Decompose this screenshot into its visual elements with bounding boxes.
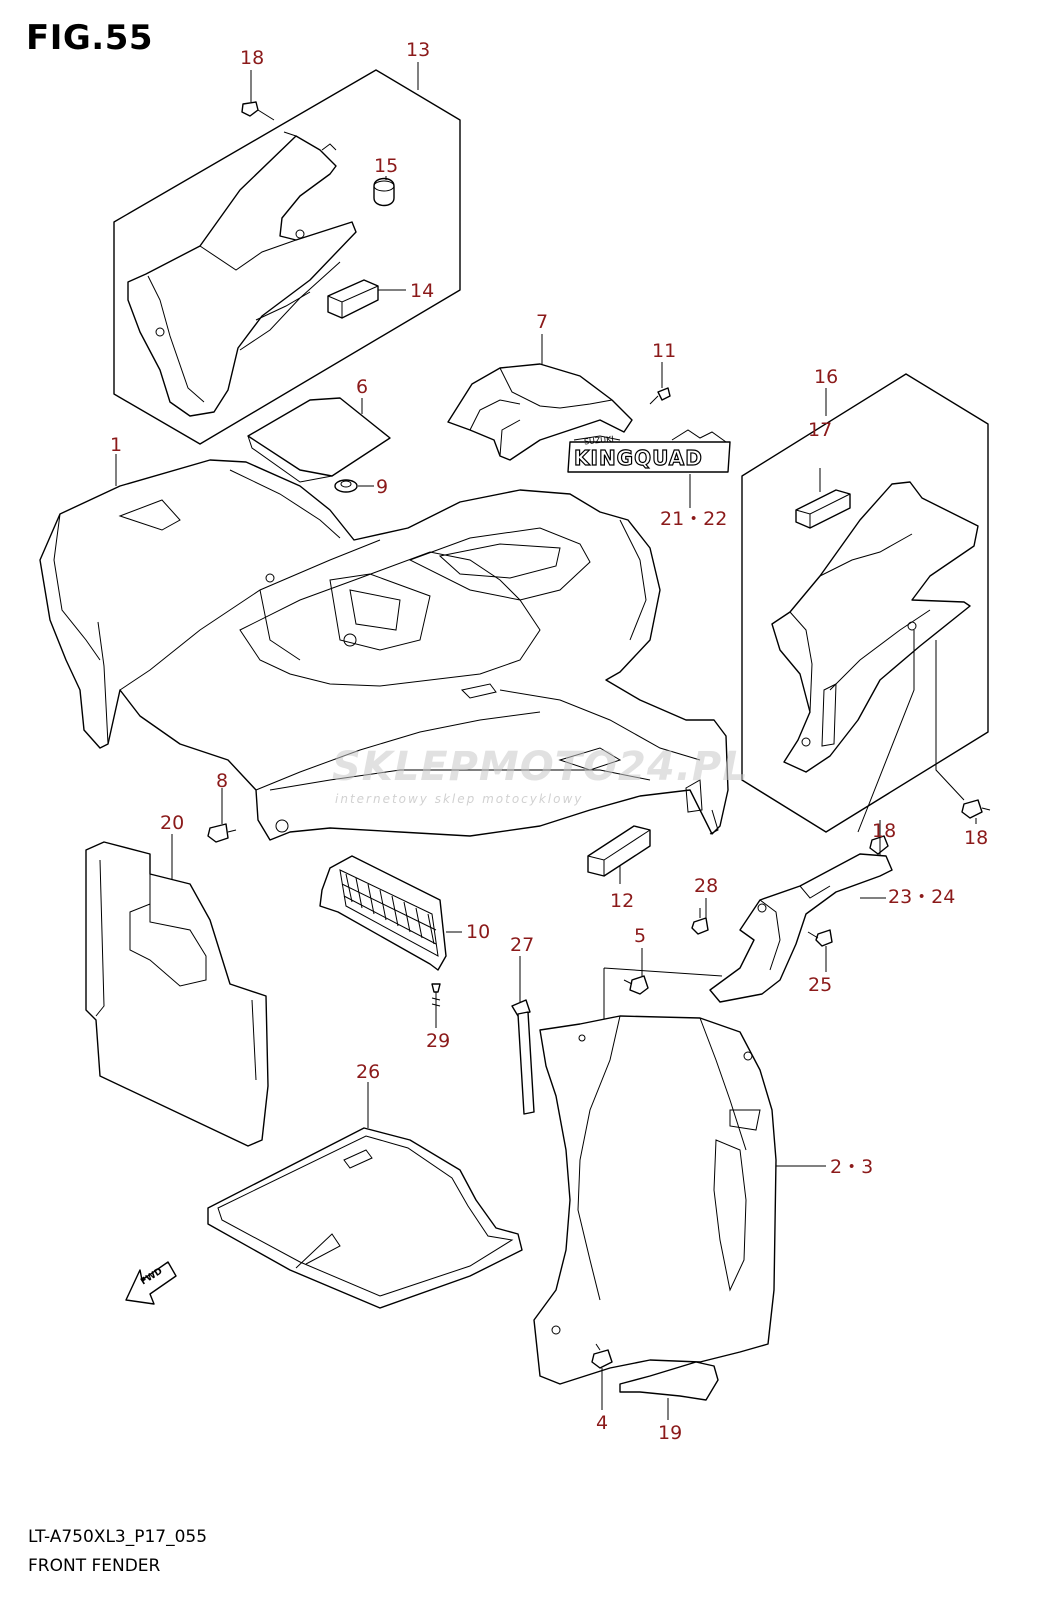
- callout-18-top: 18: [240, 47, 265, 69]
- part-18-bolt-mid: [869, 835, 889, 855]
- callout-4: 4: [596, 1412, 609, 1434]
- part-29-screw: [431, 983, 441, 1012]
- callout-8: 8: [216, 770, 229, 792]
- leader-lines: [115, 62, 977, 1420]
- part-11-bolt: [649, 387, 671, 405]
- part-20-cover: [85, 841, 269, 1147]
- callout-13: 13: [406, 39, 431, 61]
- callout-18-mid: 18: [872, 820, 897, 842]
- callout-2-3: 2・3: [830, 1156, 874, 1178]
- callout-25: 25: [808, 974, 833, 996]
- part-13-inner-panel: [127, 131, 357, 417]
- part-26-tray: [207, 1127, 523, 1309]
- callout-26: 26: [356, 1061, 381, 1083]
- decal-model-text: KINGQUAD: [573, 445, 703, 470]
- part-9-grommet: [334, 479, 358, 493]
- group-box-13: [113, 69, 461, 445]
- callout-5: 5: [634, 925, 647, 947]
- callout-23-24: 23・24: [888, 886, 956, 908]
- watermark-tagline: internetowy sklep motocyklowy: [335, 792, 584, 806]
- group-box-16: [741, 373, 989, 833]
- callout-7: 7: [536, 311, 549, 333]
- callout-11: 11: [652, 340, 677, 362]
- part-27-cable-tie: [511, 999, 535, 1115]
- part-17-pad: [795, 489, 851, 529]
- callout-17: 17: [808, 419, 833, 441]
- callout-16: 16: [814, 366, 839, 388]
- part-4-bolt: [591, 1343, 613, 1369]
- part-23-24-bracket: [709, 853, 893, 1003]
- part-18-bolt-right: [961, 799, 991, 819]
- figure-code: LT-A750XL3_P17_055: [28, 1527, 208, 1547]
- part-19-strip: [619, 1361, 719, 1401]
- part-2-3-inner-fender: [533, 1015, 777, 1385]
- callout-15: 15: [374, 155, 399, 177]
- part-18-bolt-top: [241, 101, 275, 121]
- part-12-pad: [587, 825, 651, 877]
- ref-line-16-b: [935, 640, 965, 801]
- callout-27: 27: [510, 934, 535, 956]
- part-14-pad: [327, 279, 379, 319]
- callout-12: 12: [610, 890, 635, 912]
- part-8-bolt: [207, 823, 237, 843]
- callout-28: 28: [694, 875, 719, 897]
- part-1-front-fender: [39, 459, 729, 841]
- callout-9: 9: [376, 476, 389, 498]
- callout-20: 20: [160, 812, 185, 834]
- part-21-22-decal: [567, 429, 731, 473]
- callout-29: 29: [426, 1030, 451, 1052]
- callout-6: 6: [356, 376, 369, 398]
- callout-14: 14: [410, 280, 435, 302]
- part-10-grille: [319, 855, 447, 971]
- callout-1: 1: [110, 434, 123, 456]
- part-16-inner-panel: [771, 481, 979, 773]
- figure-title: FIG.55: [26, 18, 154, 58]
- callout-19: 19: [658, 1422, 683, 1444]
- fwd-arrow-icon: [125, 1261, 177, 1305]
- ref-line-16-a: [857, 630, 915, 833]
- part-28-bolt: [691, 908, 709, 935]
- callout-18-right: 18: [964, 827, 989, 849]
- part-15-grommet: [373, 177, 395, 207]
- part-5-bolt: [623, 975, 649, 995]
- watermark-brand: SKLEPMOTO24.PL: [332, 744, 749, 790]
- callout-21-22: 21・22: [660, 508, 728, 530]
- part-7-front-cover: [447, 363, 633, 461]
- part-25-bolt: [807, 929, 833, 947]
- callout-10: 10: [466, 921, 491, 943]
- part-6-lid: [247, 397, 391, 483]
- figure-name: FRONT FENDER: [28, 1556, 161, 1576]
